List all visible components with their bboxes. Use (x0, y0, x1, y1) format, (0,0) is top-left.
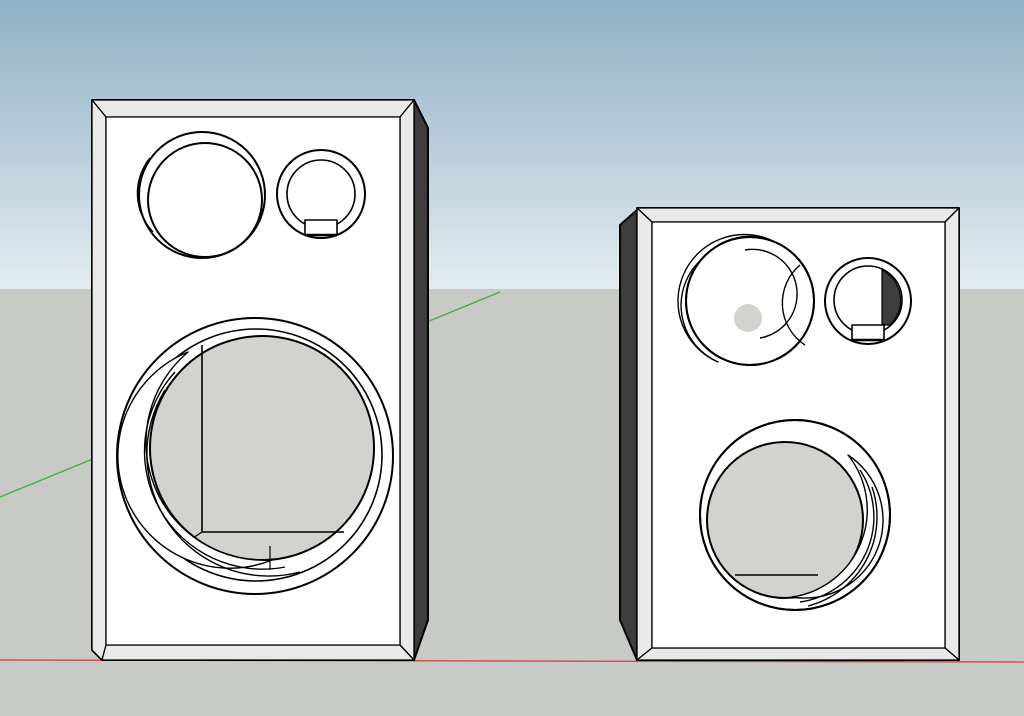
woofer-cutout (116, 317, 394, 595)
short-speaker-bottom-bevel (636, 647, 960, 661)
tall-speaker-bottom-bevel (101, 644, 415, 661)
tweeter-cutout (824, 257, 912, 345)
short-speaker-enclosure[interactable] (619, 207, 960, 661)
woofer-cutout (699, 419, 891, 611)
short-speaker-left-bevel (636, 207, 653, 661)
short-speaker-top-bevel (636, 207, 960, 223)
tall-speaker-right-bevel (399, 99, 415, 661)
tall-speaker-top-bevel (91, 99, 415, 118)
short-speaker-right-bevel (944, 207, 960, 661)
midrange-cutout (136, 131, 266, 259)
tall-speaker-enclosure[interactable] (91, 99, 429, 661)
tall-speaker-left-bevel (91, 99, 107, 661)
tweeter-cutout (276, 149, 366, 239)
short-speaker-side-panel (619, 209, 638, 661)
tall-speaker-side-panel (413, 99, 429, 661)
midrange-cutout (677, 233, 815, 366)
